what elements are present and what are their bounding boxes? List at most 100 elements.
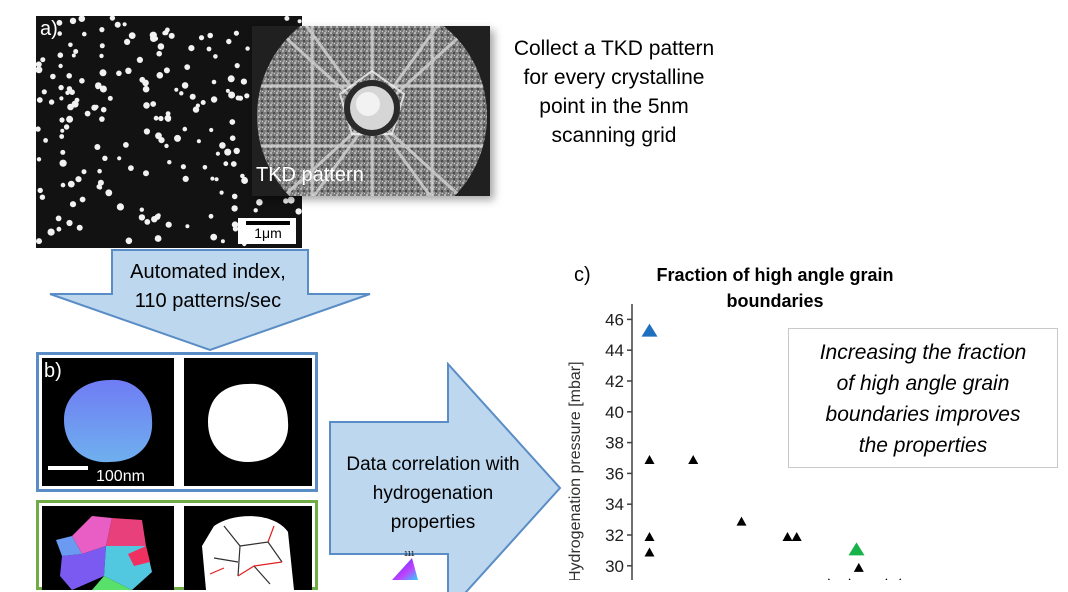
scale-bar-100nm bbox=[48, 466, 88, 470]
panel-b-letter: b) bbox=[44, 360, 62, 382]
nanoparticle-dot bbox=[116, 203, 124, 211]
nanoparticle-dot bbox=[180, 164, 186, 170]
nanoparticle-dot bbox=[55, 215, 62, 222]
nanoparticle-dot bbox=[109, 16, 116, 21]
nanoparticle-dot bbox=[182, 175, 189, 182]
nanoparticle-dot bbox=[156, 213, 161, 218]
nanoparticle-dot bbox=[99, 53, 104, 59]
nanoparticle-dot bbox=[73, 49, 79, 54]
nanoparticle-dot bbox=[168, 32, 175, 39]
nanoparticle-dot bbox=[123, 142, 129, 148]
nanoparticle-dot bbox=[226, 38, 232, 45]
nanoparticle-dot bbox=[210, 96, 218, 103]
nanoparticle-dot bbox=[43, 138, 48, 143]
nanoparticle-dot bbox=[58, 84, 64, 91]
arrow-label-line: Data correlation with bbox=[346, 454, 520, 475]
nanoparticle-dot bbox=[116, 70, 122, 77]
nanoparticle-dot bbox=[215, 151, 220, 156]
nanoparticle-dot bbox=[63, 124, 70, 130]
nanoparticle-dot bbox=[97, 168, 102, 174]
tkd-note-line: Collect a TKD pattern bbox=[513, 37, 715, 60]
y-tick-label: 36 bbox=[605, 464, 624, 483]
nanoparticle-dot bbox=[78, 16, 86, 22]
nanoparticle-dot bbox=[50, 73, 56, 80]
nanoparticle-dot bbox=[59, 134, 65, 139]
nanoparticle-dot bbox=[36, 97, 43, 103]
nanoparticle-dot bbox=[198, 35, 205, 41]
nanoparticle-dot bbox=[225, 88, 230, 93]
nanoparticle-dot bbox=[228, 91, 236, 99]
nanoparticle-dot bbox=[210, 176, 215, 181]
nanoparticle-dot bbox=[163, 67, 170, 74]
nanoparticle-dot bbox=[144, 219, 151, 225]
nanoparticle-dot bbox=[156, 50, 162, 57]
scale-bar-label: 1μm bbox=[254, 225, 282, 241]
tkd-note-line: scanning grid bbox=[551, 124, 677, 147]
nanoparticle-dot bbox=[154, 235, 162, 242]
nanoparticle-dot bbox=[256, 199, 263, 206]
y-tick-label: 32 bbox=[605, 526, 624, 545]
nanoparticle-dot bbox=[58, 63, 63, 69]
nanoparticle-dot bbox=[124, 38, 131, 45]
annotation-line: the properties bbox=[858, 434, 988, 457]
nanoparticle-dot bbox=[94, 144, 101, 150]
data-point bbox=[688, 455, 699, 465]
nanoparticle-dot bbox=[200, 100, 206, 105]
nanoparticle-dot bbox=[240, 173, 245, 179]
ipf-corner-label: 111 bbox=[404, 551, 415, 558]
tkd-note-line: for every crystalline bbox=[523, 66, 705, 89]
nanoparticle-dot bbox=[213, 54, 218, 59]
scale-bar bbox=[246, 221, 290, 225]
nanoparticle-dot bbox=[71, 53, 76, 58]
y-tick-label: 46 bbox=[605, 310, 624, 329]
nanoparticle-dot bbox=[240, 78, 247, 85]
nanoparticle-dot bbox=[66, 86, 73, 92]
binary-grain-mask bbox=[184, 358, 312, 486]
nanoparticle-dot bbox=[227, 75, 235, 83]
nanoparticle-dot bbox=[179, 91, 184, 96]
chart-points bbox=[641, 323, 902, 580]
nanoparticle-dot bbox=[157, 43, 165, 50]
tkd-collection-note: Collect a TKD pattern for every crystall… bbox=[492, 34, 736, 150]
nanoparticle-dot bbox=[75, 176, 82, 183]
nanoparticle-dot bbox=[241, 177, 249, 185]
y-tick-label: 42 bbox=[605, 372, 624, 391]
chart-title: Fraction of high angle grain boundaries bbox=[650, 262, 900, 314]
nanoparticle-dot bbox=[117, 156, 122, 161]
nanoparticle-dot bbox=[233, 147, 240, 155]
nanoparticle-dot bbox=[99, 85, 107, 93]
nanoparticle-dot bbox=[223, 161, 229, 167]
chart-title-line: Fraction of high angle grain bbox=[656, 265, 894, 285]
nanoparticle-dot bbox=[57, 31, 62, 36]
nanoparticle-dot bbox=[97, 179, 104, 186]
nanoparticle-dot bbox=[208, 213, 214, 219]
y-axis-label: Hydrogenation pressure [mbar] bbox=[567, 361, 584, 580]
nanoparticle-dot bbox=[76, 224, 83, 231]
nanoparticle-dot bbox=[67, 180, 75, 188]
highlighted-data-point bbox=[641, 323, 658, 337]
tkd-note-line: point in the 5nm bbox=[539, 95, 689, 118]
nanoparticle-dot bbox=[230, 161, 237, 167]
nanoparticle-dot bbox=[214, 177, 219, 182]
nanoparticle-dot bbox=[233, 30, 239, 36]
nanoparticle-dot bbox=[48, 99, 55, 105]
kikuchi-pattern bbox=[257, 26, 487, 196]
nanoparticle-dot bbox=[47, 228, 55, 236]
nanoparticle-dot bbox=[244, 93, 250, 99]
y-tick-label: 40 bbox=[605, 403, 624, 422]
nanoparticle-dot bbox=[57, 52, 64, 58]
panel-a-letter: a) bbox=[40, 18, 58, 40]
data-correlation-arrow bbox=[329, 362, 562, 592]
automated-index-label: Automated index, 110 patterns/sec bbox=[98, 258, 318, 316]
nanoparticle-dot bbox=[65, 90, 70, 96]
nanoparticle-dot bbox=[211, 79, 217, 85]
nanoparticle-dot bbox=[231, 205, 238, 212]
nanoparticle-dot bbox=[125, 67, 132, 74]
nanoparticle-dot bbox=[196, 139, 201, 144]
data-point bbox=[736, 516, 747, 526]
nanoparticle-dot bbox=[68, 42, 73, 48]
nanoparticle-dot bbox=[253, 208, 258, 213]
annotation-line: of high angle grain bbox=[836, 372, 1010, 395]
nanoparticle-dot bbox=[56, 19, 63, 26]
arrow-label-line: Automated index, bbox=[130, 261, 286, 283]
